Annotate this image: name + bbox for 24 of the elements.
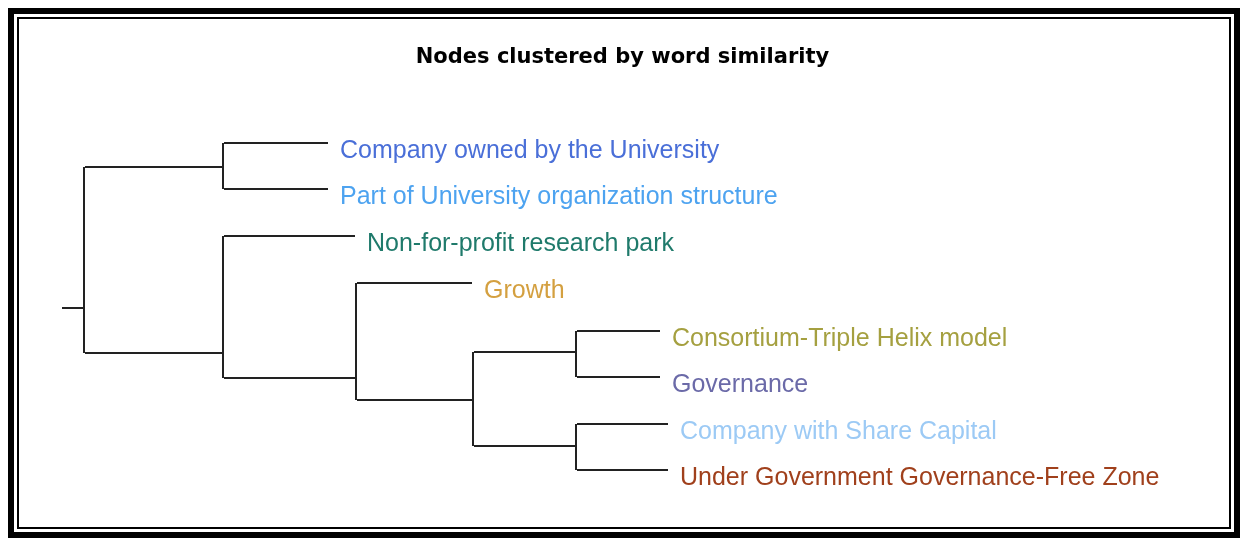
- dendrogram-branch: [61, 307, 84, 309]
- diagram-title: Nodes clustered by word similarity: [415, 44, 830, 68]
- dendrogram-branch: [576, 330, 661, 332]
- dendrogram-branch: [473, 445, 576, 447]
- cluster-label: Non-for-profit research park: [355, 228, 675, 258]
- dendrogram-branch: [576, 423, 669, 425]
- dendrogram-branch: [576, 376, 661, 378]
- dendrogram-branch: [84, 166, 223, 168]
- dendrogram-branch: [223, 142, 329, 144]
- dendrogram-branch: [223, 377, 356, 379]
- dendrogram-branch: [473, 351, 576, 353]
- dendrogram-branch: [223, 188, 329, 190]
- dendrogram-branch: [84, 352, 223, 354]
- cluster-label: Company with Share Capital: [668, 416, 997, 446]
- cluster-label: Consortium-Triple Helix model: [660, 323, 1008, 353]
- dendrogram-branch: [576, 469, 669, 471]
- dendrogram-branch: [356, 282, 473, 284]
- cluster-label: Part of University organization structure: [328, 181, 778, 211]
- cluster-label: Under Government Governance-Free Zone: [668, 462, 1160, 492]
- dendrogram-branch: [223, 235, 356, 237]
- dendrogram-branch: [356, 399, 473, 401]
- cluster-label: Company owned by the University: [328, 135, 720, 165]
- cluster-label: Governance: [660, 369, 809, 399]
- cluster-label: Growth: [472, 275, 565, 305]
